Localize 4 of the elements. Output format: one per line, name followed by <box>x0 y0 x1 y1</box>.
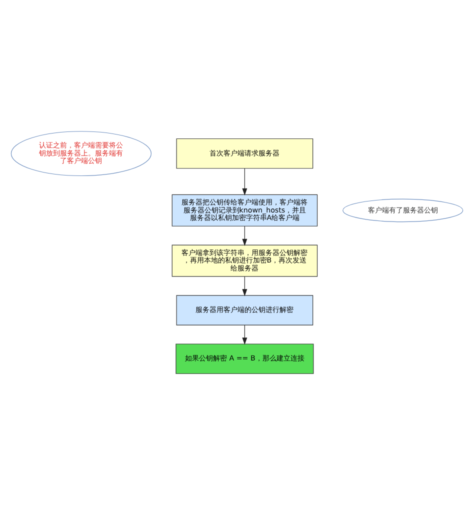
arrow <box>242 226 248 246</box>
arrow <box>242 168 248 196</box>
arrow <box>242 324 248 345</box>
arrow <box>242 276 248 296</box>
